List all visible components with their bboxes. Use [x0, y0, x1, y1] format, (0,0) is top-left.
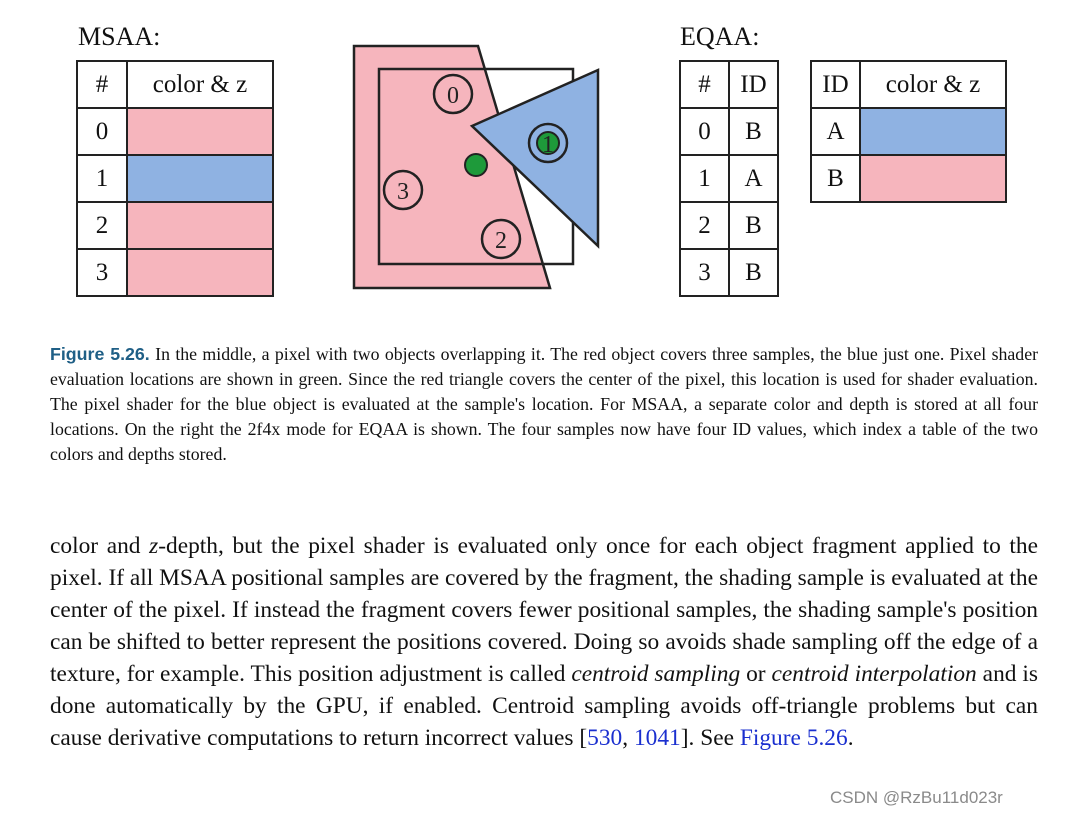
- msaa-header-row: # color & z: [76, 60, 274, 109]
- figure-label: Figure 5.26.: [50, 344, 150, 364]
- msaa-color-cell: [126, 248, 274, 297]
- eqaa-index: 3: [679, 248, 730, 297]
- body-text: ,: [622, 725, 634, 751]
- eqaa-id-header-id: ID: [728, 60, 779, 109]
- eqaa-id: A: [728, 154, 779, 203]
- eqaa-id-table: # ID 0 B 1 A 2 B 3 B: [679, 60, 779, 297]
- msaa-color-cell: [126, 201, 274, 250]
- body-text: -depth, but the pixel shader is evaluate…: [50, 533, 1038, 687]
- msaa-color-cell: [126, 107, 274, 156]
- eqaa-color-id: B: [810, 154, 861, 203]
- body-text: or: [740, 661, 772, 687]
- pixel-coverage-diagram: 0 1 2 3: [352, 44, 600, 290]
- msaa-index: 3: [76, 248, 128, 297]
- sample-1-ring: [527, 122, 569, 164]
- msaa-header-index: #: [76, 60, 128, 109]
- caption-text: In the middle, a pixel with two objects …: [50, 344, 1039, 464]
- eqaa-index: 0: [679, 107, 730, 156]
- eqaa-title: EQAA:: [680, 22, 760, 51]
- msaa-row-1: 1: [76, 154, 274, 203]
- eqaa-color-cell: [859, 107, 1007, 156]
- sample-0-ring: [432, 73, 474, 115]
- msaa-index: 0: [76, 107, 128, 156]
- figure-caption: Figure 5.26. In the middle, a pixel with…: [50, 342, 1038, 467]
- body-math-z: z: [149, 533, 159, 559]
- eqaa-id-row-2: 2 B: [679, 201, 779, 250]
- eqaa-index: 2: [679, 201, 730, 250]
- eqaa-id-header-index: #: [679, 60, 730, 109]
- shader-eval-center: [464, 153, 488, 177]
- msaa-index: 1: [76, 154, 128, 203]
- term-centroid-interpolation: centroid interpolation: [771, 661, 977, 687]
- eqaa-color-header-color: color & z: [859, 60, 1007, 109]
- eqaa-id-row-0: 0 B: [679, 107, 779, 156]
- sample-3-ring: [382, 169, 424, 211]
- citation-link[interactable]: 530: [587, 725, 623, 751]
- body-text: .: [847, 725, 854, 751]
- sample-1-label: 1: [542, 132, 554, 158]
- eqaa-id: B: [728, 201, 779, 250]
- sample-0-label: 0: [447, 83, 459, 109]
- figure-link[interactable]: Figure 5.26: [739, 725, 848, 751]
- body-text: and is done automatically by the GPU, if…: [50, 661, 1039, 751]
- sample-2-ring: [480, 218, 522, 260]
- eqaa-color-row-b: B: [810, 154, 1007, 203]
- eqaa-id-header-row: # ID: [679, 60, 779, 109]
- eqaa-id-row-1: 1 A: [679, 154, 779, 203]
- eqaa-color-cell: [859, 154, 1007, 203]
- msaa-row-3: 3: [76, 248, 274, 297]
- term-centroid-sampling: centroid sampling: [571, 661, 741, 687]
- eqaa-id: B: [728, 107, 779, 156]
- eqaa-id: B: [728, 248, 779, 297]
- msaa-table: # color & z 0 1 2 3: [76, 60, 274, 297]
- eqaa-color-header-row: ID color & z: [810, 60, 1007, 109]
- red-object: [352, 44, 552, 290]
- msaa-title: MSAA:: [78, 22, 161, 51]
- sample-3-label: 3: [397, 179, 409, 205]
- msaa-row-0: 0: [76, 107, 274, 156]
- eqaa-color-id: A: [810, 107, 861, 156]
- body-text: ]. See: [680, 725, 740, 751]
- eqaa-index: 1: [679, 154, 730, 203]
- msaa-header-color: color & z: [126, 60, 274, 109]
- body-text: color and: [50, 533, 150, 559]
- body-paragraph: color and z-depth, but the pixel shader …: [50, 530, 1038, 754]
- eqaa-color-row-a: A: [810, 107, 1007, 156]
- sample-2-label: 2: [495, 228, 507, 254]
- shader-eval-sample-1: [536, 131, 560, 155]
- eqaa-id-row-3: 3 B: [679, 248, 779, 297]
- watermark: CSDN @RzBu11d023r: [830, 788, 1003, 807]
- msaa-index: 2: [76, 201, 128, 250]
- msaa-row-2: 2: [76, 201, 274, 250]
- msaa-color-cell: [126, 154, 274, 203]
- eqaa-color-header-id: ID: [810, 60, 861, 109]
- citation-link[interactable]: 1041: [633, 725, 681, 751]
- eqaa-color-table: ID color & z A B: [810, 60, 1007, 203]
